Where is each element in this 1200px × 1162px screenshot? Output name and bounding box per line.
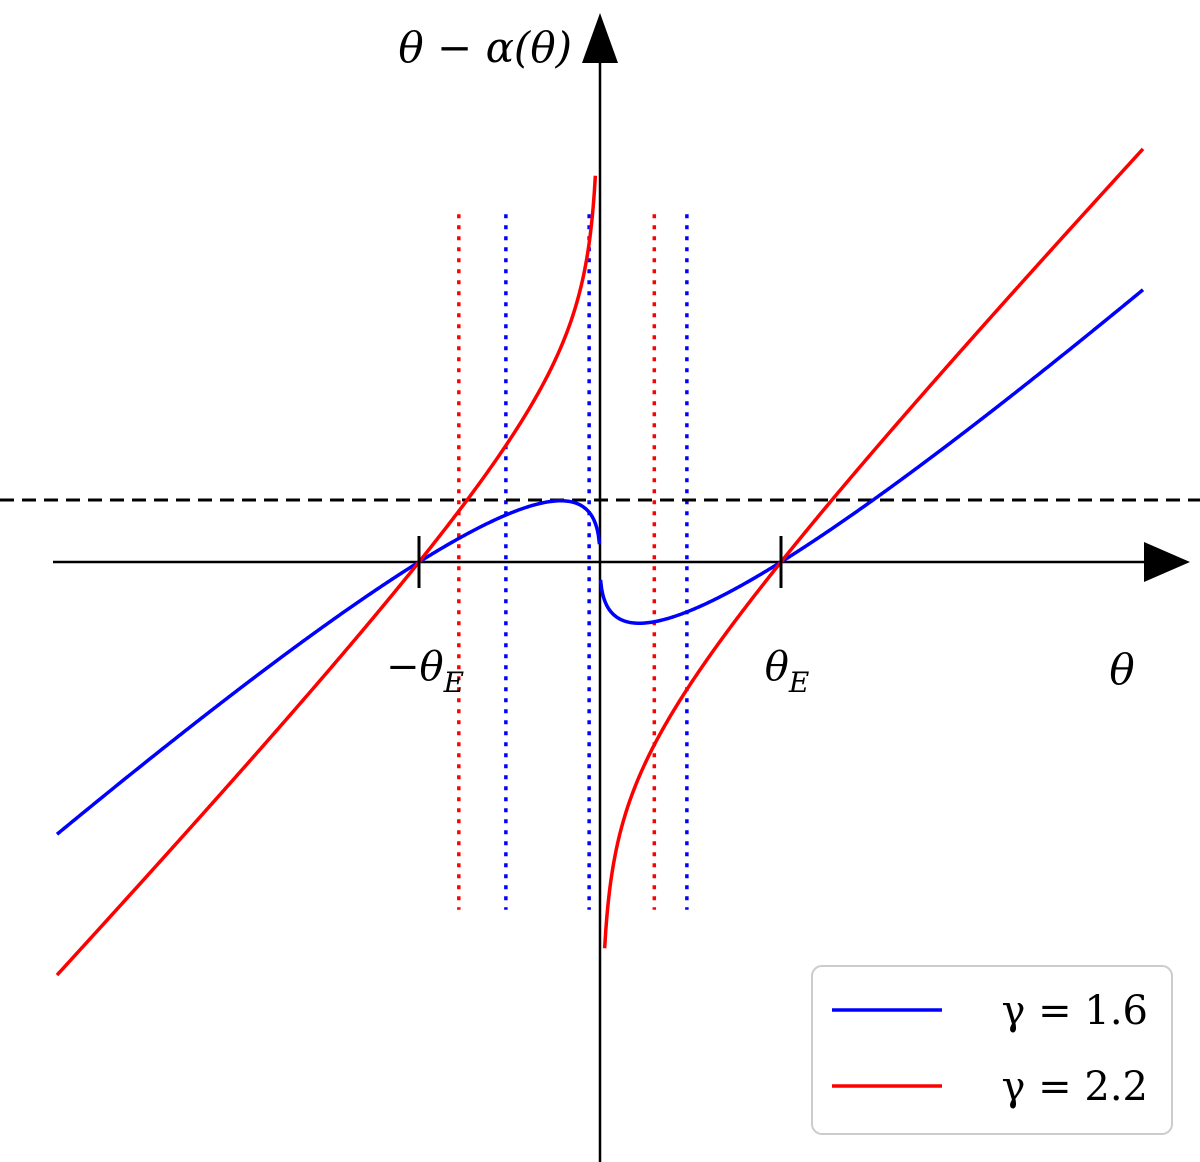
series-line-0-branch-0 <box>55 499 602 836</box>
series-curves <box>55 147 1145 977</box>
legend-frame <box>811 965 1173 1135</box>
tick-label-pos-einstein: θE <box>765 644 810 699</box>
y-axis-label: θ − α(θ) <box>398 23 572 72</box>
series-line-1-branch-0 <box>55 175 598 977</box>
tick-label-neg-einstein: −θE <box>386 644 464 699</box>
y-axis-arrow <box>582 13 618 63</box>
legend-label-series-1: γ = 2.2 <box>1002 1064 1148 1110</box>
x-axis-label: θ <box>1109 645 1134 694</box>
series-line-0-branch-1 <box>598 288 1145 625</box>
x-axis-arrow <box>1144 542 1190 582</box>
series-line-1-branch-1 <box>602 147 1145 949</box>
legend-label-series-0: γ = 1.6 <box>1002 988 1148 1034</box>
legend: γ = 1.6 γ = 2.2 <box>811 965 1173 1135</box>
